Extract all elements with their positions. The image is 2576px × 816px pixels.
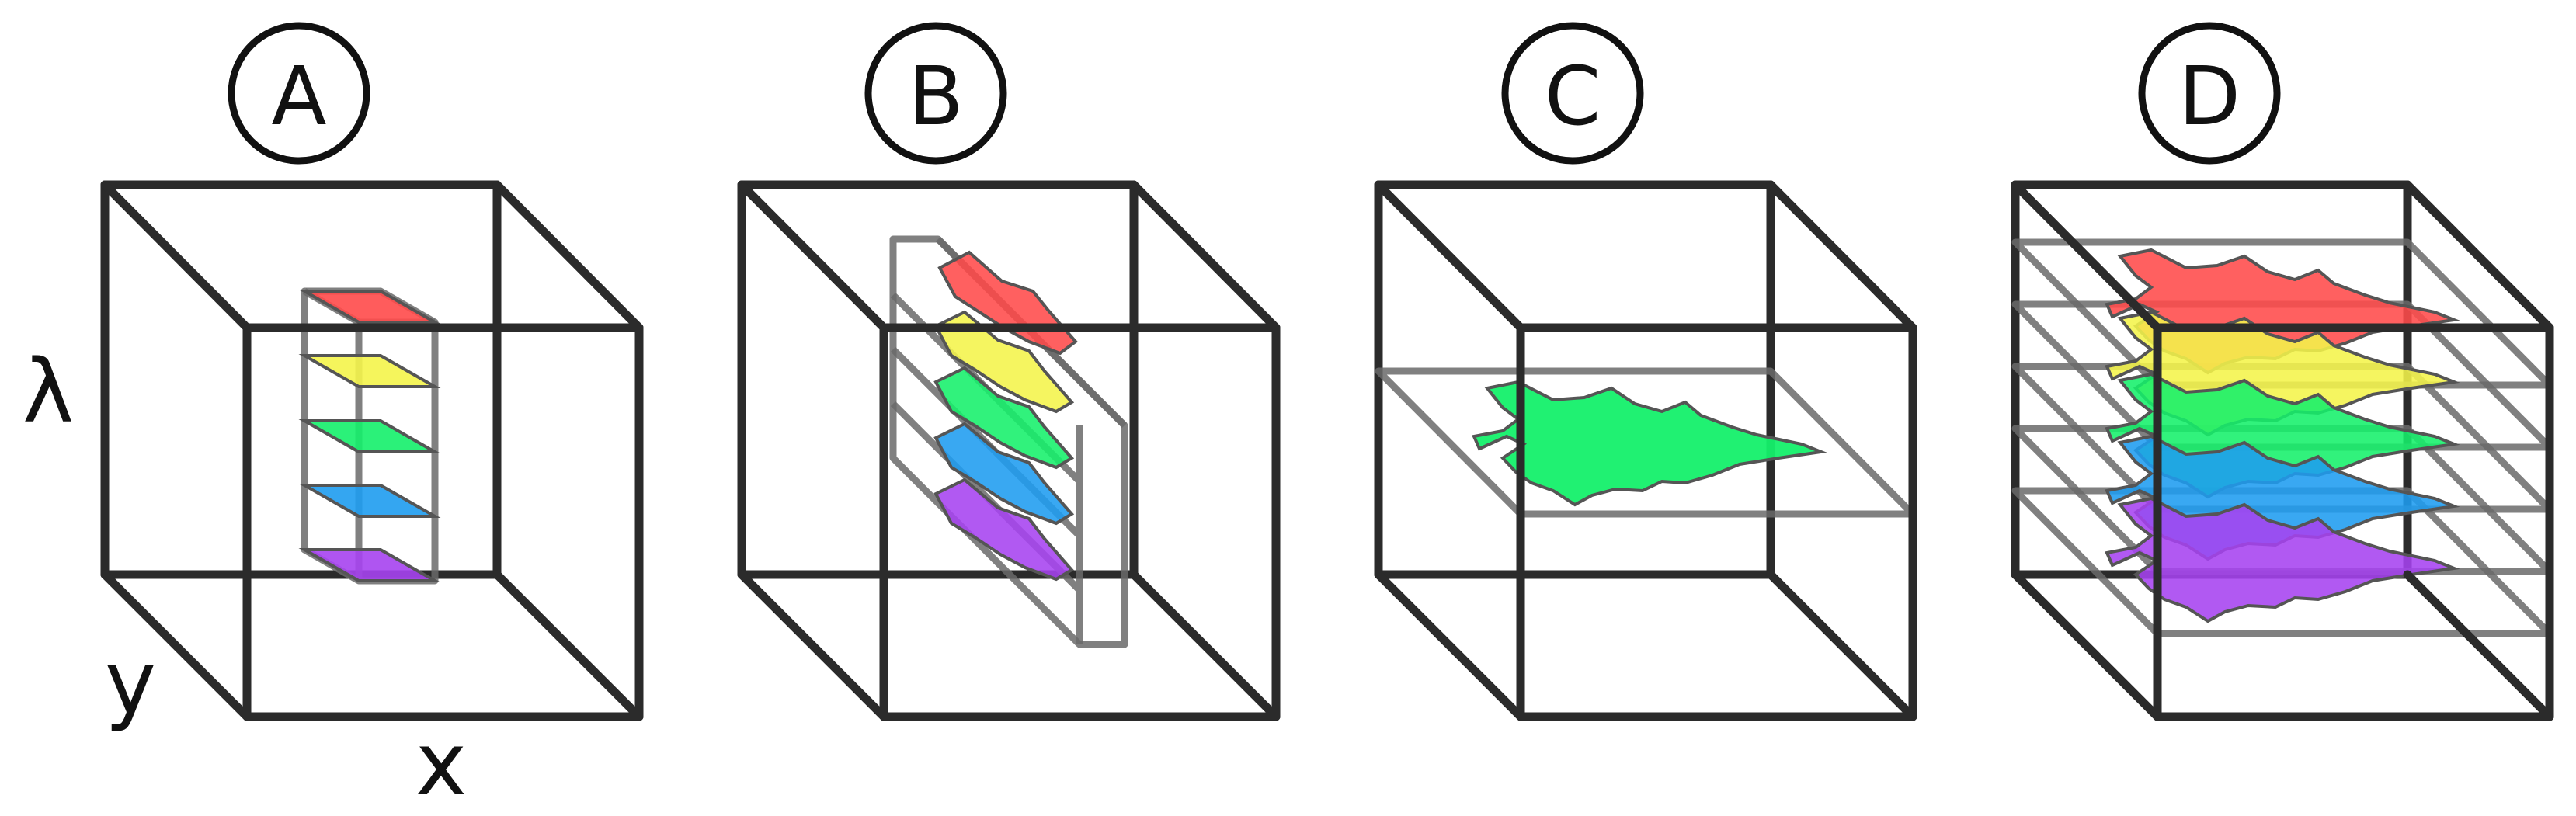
slice-blue [298, 484, 441, 518]
panel-c-label-text: C [1545, 49, 1601, 144]
monochromatic-slice [1375, 367, 1917, 518]
panel-c: C [1374, 22, 1917, 721]
panel-c-cube [1374, 180, 1917, 721]
axis-y-label: y [105, 633, 156, 734]
slice-yellow [298, 354, 441, 388]
panel-a-label: A [228, 22, 370, 165]
spectral-beam [298, 287, 441, 585]
panel-a: A λ y x [23, 22, 644, 815]
axis-lambda-label: λ [23, 342, 74, 443]
slice-purple [298, 548, 441, 582]
stacked-slices [2011, 238, 2553, 637]
axis-x-label: x [415, 714, 467, 815]
panel-b: B [737, 22, 1281, 721]
panel-d-cube [2011, 180, 2554, 721]
slit-slice-green [933, 366, 1075, 470]
panel-d-label-text: D [2178, 49, 2241, 144]
panel-b-label-text: B [908, 49, 963, 144]
panel-d: D [2011, 22, 2554, 721]
slice-green [298, 419, 441, 453]
slice-green-image [1472, 380, 1827, 507]
panel-b-label: B [864, 22, 1007, 165]
slit-slice-yellow [933, 310, 1075, 414]
panel-d-label: D [2138, 22, 2281, 165]
slit-slice-purple [933, 477, 1075, 582]
slit-slice-blue [933, 422, 1075, 526]
panel-b-cube [737, 180, 1281, 721]
stack-slice-purple [2105, 496, 2460, 623]
slit-slab [889, 235, 1128, 648]
panel-c-label: C [1501, 22, 1644, 165]
slice-red [298, 290, 441, 324]
panel-a-cube [100, 180, 644, 721]
panel-a-label-text: A [271, 49, 326, 144]
